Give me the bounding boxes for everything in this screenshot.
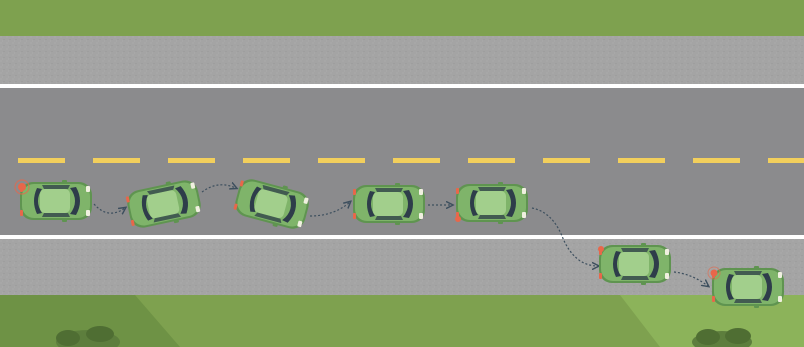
center-dash	[93, 158, 140, 163]
top-shoulder	[0, 36, 804, 84]
center-dash	[18, 158, 65, 163]
center-dash	[168, 158, 215, 163]
car-top-view-icon	[599, 243, 671, 285]
bottom-edge-line	[0, 235, 804, 239]
car-top-view-icon	[456, 182, 528, 224]
center-dash	[693, 158, 740, 163]
car-top-view-icon	[353, 183, 425, 225]
center-dash	[468, 158, 515, 163]
center-dash	[243, 158, 290, 163]
top-grass	[0, 0, 804, 36]
bottom-shoulder	[0, 238, 804, 295]
top-edge-line	[0, 84, 804, 88]
center-dash	[618, 158, 665, 163]
center-dash	[543, 158, 590, 163]
center-dash	[318, 158, 365, 163]
turn-signal-icon	[598, 246, 604, 252]
car-top-view-icon	[712, 266, 784, 308]
center-dash	[768, 158, 804, 163]
turn-signal-icon	[455, 216, 461, 222]
car-top-view-icon	[20, 180, 92, 222]
center-dash	[393, 158, 440, 163]
